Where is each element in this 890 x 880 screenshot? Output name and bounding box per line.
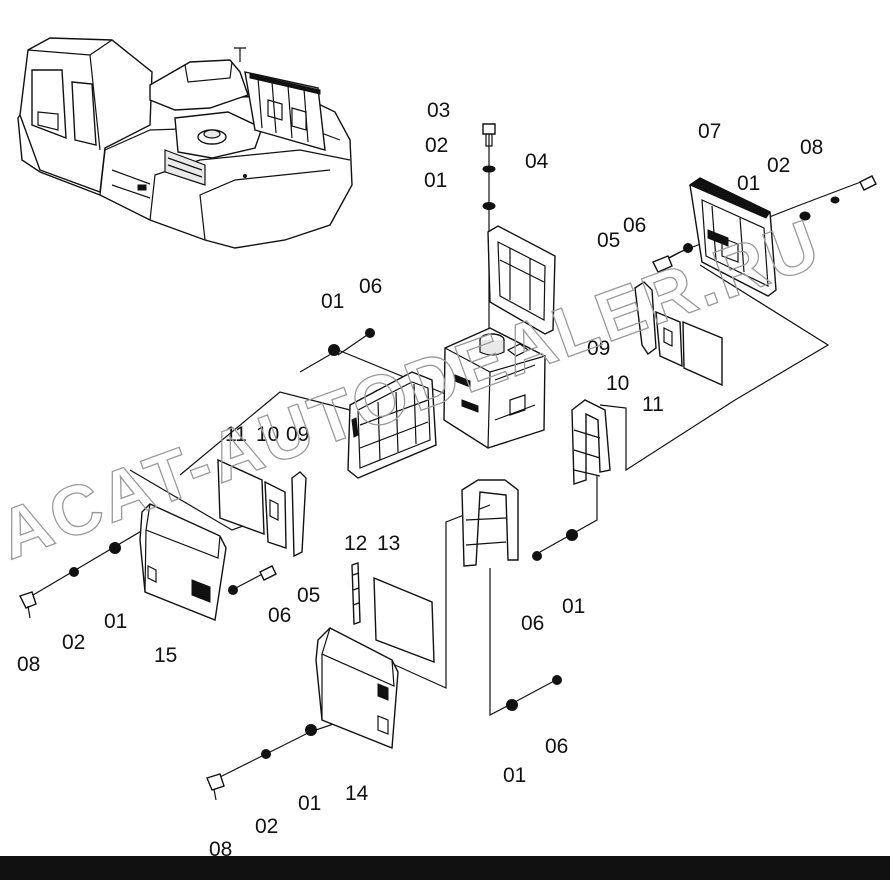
callout-label: 01 [424,169,447,192]
callout-label: 05 [597,229,620,252]
callout-label: 11 [225,423,247,446]
callout-label: 07 [698,120,721,143]
callout-label: 01 [104,610,127,633]
callout-label: 06 [268,604,291,627]
excavator-overview [17,37,353,249]
callout-label: 03 [427,99,450,122]
left-small-parts [217,458,307,558]
callout-label: 10 [256,423,279,446]
part-04-frame [487,225,556,335]
mid-left-frame [328,328,437,479]
callout-label: 01 [298,792,321,815]
part-15-door [19,503,277,621]
callout-labels: 03 02 01 04 07 08 02 01 06 05 09 10 11 0… [17,99,823,861]
top-fasteners [482,123,496,210]
callout-label: 08 [209,838,232,861]
part-07-panel [652,175,877,297]
callout-label: 06 [623,214,646,237]
bottom-bar [0,856,890,880]
callout-label: 06 [545,735,568,758]
callout-label: 13 [377,532,400,555]
callout-label: 02 [767,154,790,177]
callout-label: 02 [62,631,85,654]
parts-12-13 [351,562,435,664]
callout-label: 04 [525,150,549,173]
callout-label: 08 [17,653,40,676]
callout-label: 06 [359,275,382,298]
callout-label: 14 [345,782,369,805]
tank-assembly [443,327,546,449]
callout-label: 09 [587,337,610,360]
callout-label: 08 [800,136,823,159]
callout-label: 01 [503,764,526,787]
right-ladder [532,399,611,561]
callout-label: 01 [562,595,585,618]
callout-label: 01 [321,290,344,313]
right-small-parts [634,281,723,387]
callout-label: 02 [255,815,278,838]
callout-label: 06 [521,612,544,635]
callout-label: 10 [606,372,629,395]
callout-label: 15 [154,644,177,667]
callout-label: 09 [286,423,309,446]
watermark-text: ACAT-AUTODEALER.RU [0,204,831,574]
callout-label: 11 [642,393,664,416]
callout-label: 02 [425,134,448,157]
part-14-door [206,627,399,801]
callout-label: 12 [344,532,367,555]
callout-label: 01 [737,172,760,195]
lower-ladder [461,479,562,711]
callout-label: 05 [297,584,320,607]
